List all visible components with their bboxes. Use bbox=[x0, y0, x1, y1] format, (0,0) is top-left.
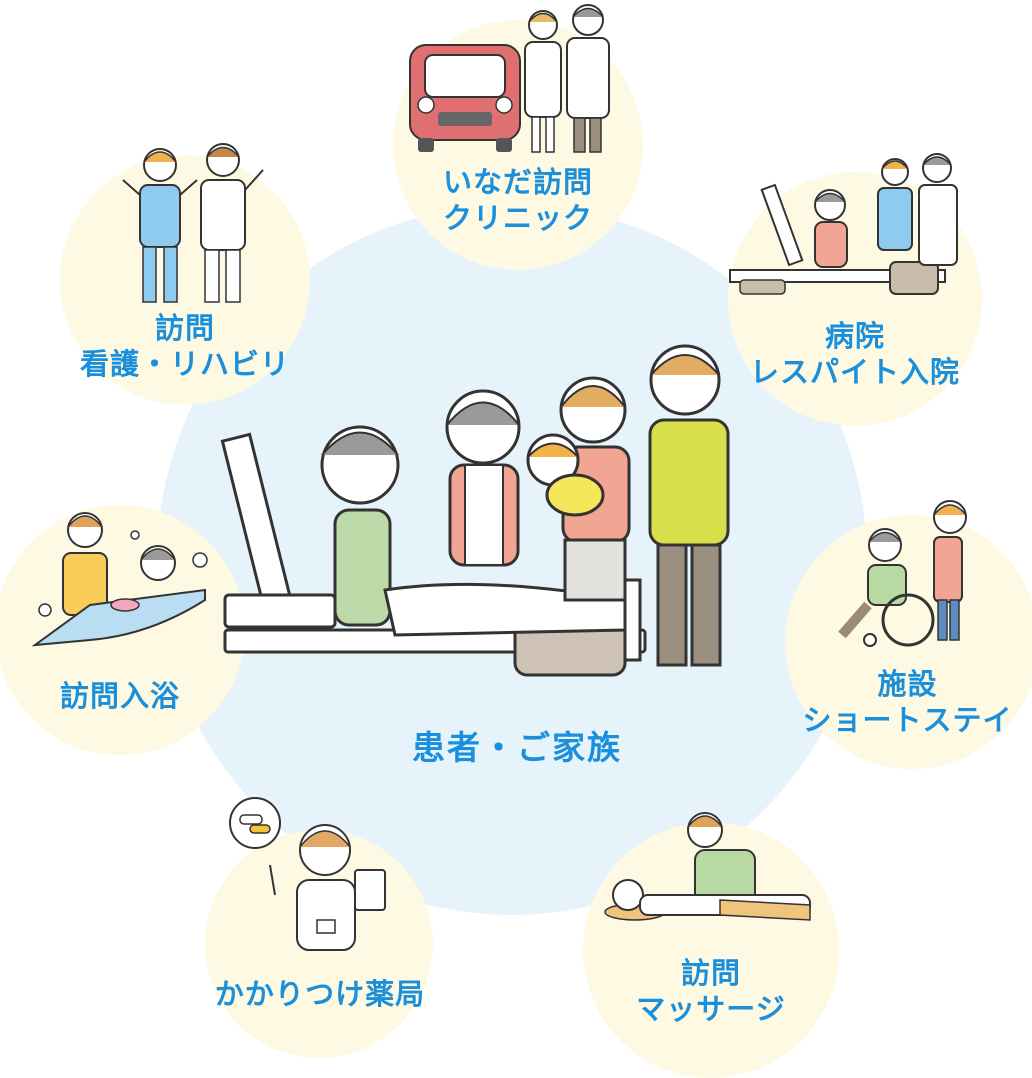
label-facility: 施設 ショートステイ bbox=[780, 666, 1032, 738]
car-and-doctors-illustration bbox=[400, 0, 620, 160]
label-nursing-line1: 訪問 bbox=[154, 311, 215, 345]
hospital-bed-illustration bbox=[725, 150, 965, 310]
pharmacist-illustration bbox=[225, 795, 395, 955]
massage-icon bbox=[604, 812, 811, 921]
staff-icon bbox=[122, 143, 264, 303]
label-nursing-line2: 看護・リハビリ bbox=[79, 347, 290, 381]
family-icon bbox=[220, 344, 730, 677]
label-hospital-line2: レスパイト入院 bbox=[749, 355, 960, 389]
car-icon bbox=[409, 4, 610, 153]
massage-illustration bbox=[600, 800, 820, 940]
bathtub-icon bbox=[31, 512, 208, 647]
label-pharmacy: かかりつけ薬局 bbox=[190, 976, 450, 1012]
nurse-and-therapist-illustration bbox=[115, 140, 275, 305]
wheelchair-icon bbox=[838, 500, 967, 647]
label-clinic: いなだ訪問 クリニック bbox=[393, 164, 643, 236]
label-clinic-line2: クリニック bbox=[442, 201, 593, 235]
label-hospital: 病院 レスパイト入院 bbox=[720, 318, 990, 390]
label-massage: 訪問 マッサージ bbox=[583, 955, 839, 1027]
node-nursing bbox=[60, 155, 310, 405]
label-facility-line2: ショートステイ bbox=[802, 703, 1013, 737]
bathing-illustration bbox=[30, 505, 220, 655]
label-pharmacy-line1: かかりつけ薬局 bbox=[214, 977, 426, 1011]
node-facility bbox=[785, 515, 1032, 769]
label-nursing: 訪問 看護・リハビリ bbox=[50, 310, 320, 382]
label-massage-line1: 訪問 bbox=[680, 956, 741, 990]
label-bathing-line1: 訪問入浴 bbox=[59, 679, 180, 713]
label-facility-line1: 施設 bbox=[877, 667, 938, 701]
wheelchair-illustration bbox=[830, 495, 980, 655]
label-clinic-line1: いなだ訪問 bbox=[442, 165, 593, 199]
family-and-bed-illustration bbox=[220, 335, 745, 705]
label-bathing: 訪問入浴 bbox=[0, 678, 240, 714]
center-label: 患者・ご家族 bbox=[412, 728, 622, 767]
label-hospital-line1: 病院 bbox=[824, 319, 885, 353]
label-massage-line2: マッサージ bbox=[636, 992, 786, 1026]
pharmacist-icon bbox=[229, 797, 386, 951]
hospital-bed-icon bbox=[729, 153, 958, 295]
